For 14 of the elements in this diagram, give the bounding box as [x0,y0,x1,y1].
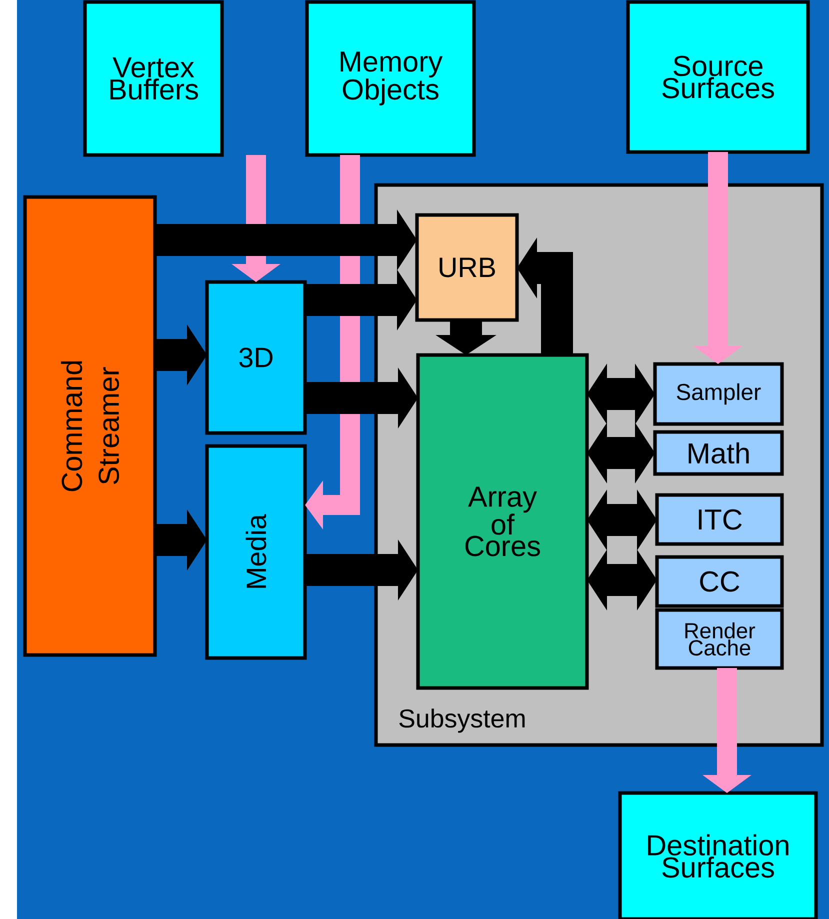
unit-box: CC [655,555,784,608]
unit-box: Sampler [653,362,784,426]
source-box: Source Surfaces [626,0,810,154]
source-box: Memory Objects [305,0,476,157]
streamer-box: Command Streamer [23,195,157,657]
core-array-box: Array of Cores [416,353,589,690]
destination-box: Destination Surfaces [618,791,818,919]
unit-box: Render Cache [655,608,784,670]
buffer-box: URB [415,213,519,322]
pipeline-box: 3D [205,280,307,435]
unit-box: Math [653,430,784,476]
source-box: Vertex Buffers [83,0,224,157]
unit-box: ITC [655,493,784,546]
pipeline-box: Media [205,444,307,660]
